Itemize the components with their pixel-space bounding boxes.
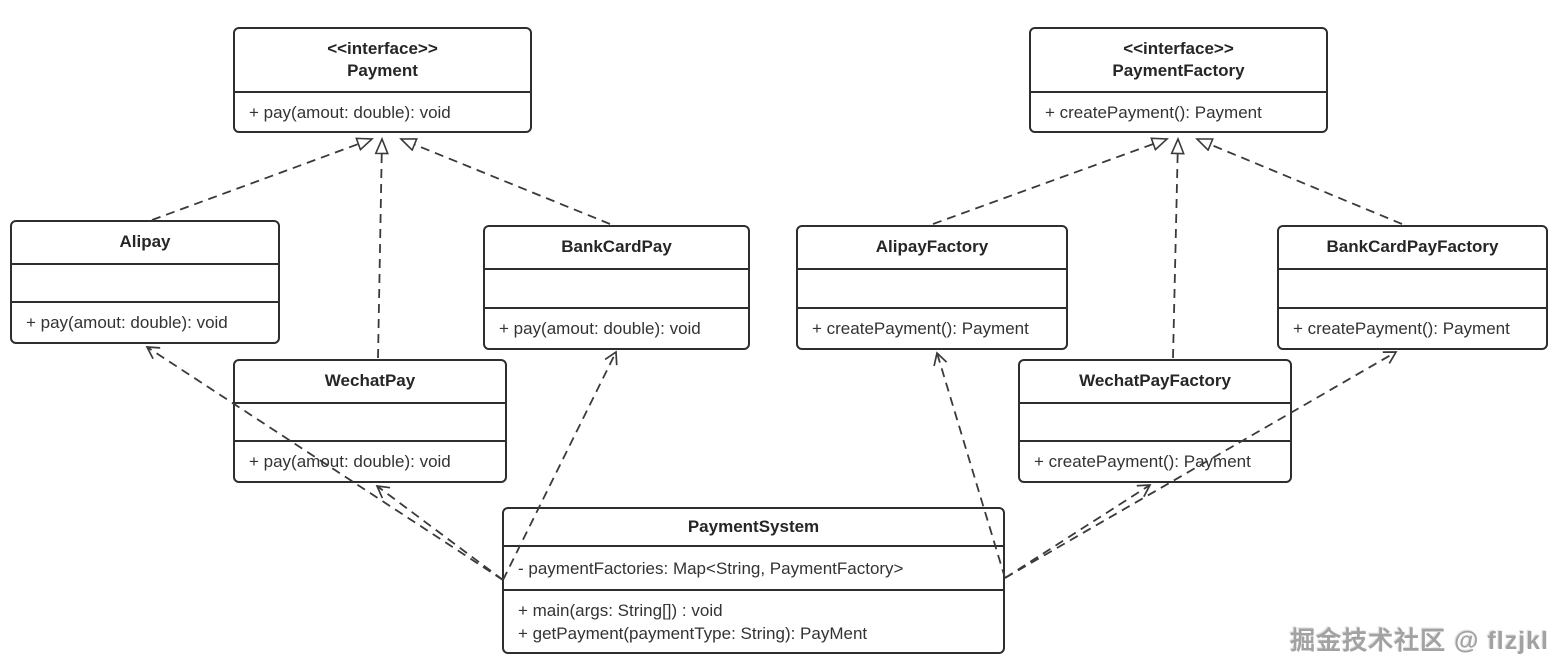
class-attributes	[1020, 402, 1290, 440]
edge-realization-BankCardPay-to-Payment	[401, 139, 611, 225]
class-name: PaymentSystem	[687, 516, 820, 536]
class-attributes	[1279, 268, 1546, 307]
edge-realization-WechatPay-to-Payment	[378, 139, 382, 359]
edge-dependency-PaymentSystem-to-WechatPay	[375, 484, 504, 581]
class-methods: + pay(amout: double): void	[12, 301, 278, 342]
class-name: BankCardPay	[561, 237, 672, 257]
class-title: <<interface>> PaymentFactory	[1031, 29, 1326, 91]
class-alipay: Alipay + pay(amout: double): void	[10, 220, 280, 344]
method-text: + createPayment(): Payment	[812, 319, 1029, 338]
class-wechat-pay: WechatPay + pay(amout: double): void	[233, 359, 507, 483]
class-attributes: - paymentFactories: Map<String, PaymentF…	[504, 545, 1003, 589]
class-name: Alipay	[119, 232, 171, 252]
class-attributes	[12, 263, 278, 301]
method-text: + pay(amout: double): void	[26, 313, 228, 332]
class-title: WechatPayFactory	[1020, 361, 1290, 402]
method-text: + createPayment(): Payment	[1034, 452, 1251, 471]
class-title: Alipay	[12, 222, 278, 263]
class-payment-factory: <<interface>> PaymentFactory + createPay…	[1029, 27, 1328, 133]
class-bank-card-pay-factory: BankCardPayFactory + createPayment(): Pa…	[1277, 225, 1548, 350]
class-name: BankCardPayFactory	[1326, 237, 1499, 257]
class-methods: + pay(amout: double): void	[235, 440, 505, 481]
class-methods: + pay(amout: double): void	[235, 91, 530, 131]
class-attributes	[235, 402, 505, 440]
watermark: 掘金技术社区 @ flzjkl	[1290, 627, 1549, 655]
method-text: + getPayment(paymentType: String): PayMe…	[518, 623, 868, 643]
edge-realization-AlipayFactory-to-PaymentFactory	[932, 139, 1167, 225]
class-attributes	[798, 268, 1066, 307]
class-alipay-factory: AlipayFactory + createPayment(): Payment	[796, 225, 1068, 350]
edge-realization-WechatPayFactory-to-PaymentFactory	[1173, 139, 1178, 359]
class-name: WechatPay	[324, 371, 416, 391]
class-name: Payment	[347, 61, 418, 80]
class-title: BankCardPayFactory	[1279, 227, 1546, 268]
class-attributes	[485, 268, 748, 307]
class-wechat-pay-factory: WechatPayFactory + createPayment(): Paym…	[1018, 359, 1292, 483]
class-title: WechatPay	[235, 361, 505, 402]
class-name: AlipayFactory	[875, 237, 989, 257]
method-text: + pay(amout: double): void	[249, 102, 451, 122]
class-methods: + createPayment(): Payment	[798, 307, 1066, 348]
method-text: + main(args: String[]) : void	[518, 600, 723, 620]
class-payment: <<interface>> Payment + pay(amout: doubl…	[233, 27, 532, 133]
class-methods: + createPayment(): Payment	[1020, 440, 1290, 481]
class-methods: + createPayment(): Payment	[1031, 91, 1326, 131]
stereotype-label: <<interface>>	[327, 38, 438, 58]
class-title: AlipayFactory	[798, 227, 1066, 268]
class-name: PaymentFactory	[1112, 61, 1245, 80]
class-bank-card-pay: BankCardPay + pay(amout: double): void	[483, 225, 750, 350]
class-title: BankCardPay	[485, 227, 748, 268]
class-name: WechatPayFactory	[1079, 371, 1231, 391]
method-text: + pay(amout: double): void	[249, 452, 451, 471]
attribute-text: - paymentFactories: Map<String, PaymentF…	[518, 558, 904, 578]
method-text: + createPayment(): Payment	[1293, 319, 1510, 338]
class-payment-system: PaymentSystem - paymentFactories: Map<St…	[502, 507, 1005, 654]
class-methods: + createPayment(): Payment	[1279, 307, 1546, 348]
class-title: <<interface>> Payment	[235, 29, 530, 91]
method-text: + pay(amout: double): void	[499, 319, 701, 338]
class-methods: + main(args: String[]) : void + getPayme…	[504, 589, 1003, 652]
method-text: + createPayment(): Payment	[1045, 102, 1262, 122]
class-methods: + pay(amout: double): void	[485, 307, 748, 348]
edge-realization-Alipay-to-Payment	[151, 139, 372, 221]
stereotype-label: <<interface>>	[1123, 38, 1234, 58]
class-title: PaymentSystem	[504, 509, 1003, 545]
edge-realization-BankCardPayFactory-to-PaymentFactory	[1197, 138, 1403, 225]
edge-dependency-PaymentSystem-to-WechatPayFactory	[1004, 484, 1152, 579]
